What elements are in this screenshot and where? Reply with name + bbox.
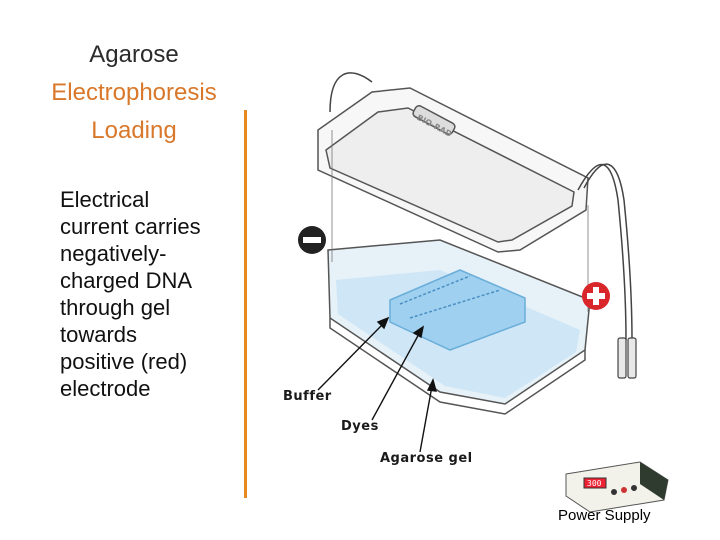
pointer-arrows — [317, 316, 437, 453]
description-line: through gel — [60, 295, 171, 320]
buffer-label: Buffer — [283, 389, 332, 404]
power-supply-label: Power Supply — [558, 507, 651, 524]
title-line-1: Agarose — [89, 41, 179, 68]
minus-electrode-icon — [298, 226, 326, 254]
description-line: charged DNA — [60, 268, 193, 293]
chamber — [327, 239, 591, 415]
power-supply-display: 300 — [587, 479, 602, 488]
description-line: towards — [60, 322, 138, 347]
description-line: Electrical — [60, 187, 150, 212]
slide-title: Agarose Electrophoresis Loading — [20, 36, 248, 150]
title-line-2: Electrophoresis — [51, 79, 217, 106]
lid — [317, 87, 589, 253]
plus-electrode-icon — [582, 282, 610, 310]
description-text: Electrical current carries negatively- c… — [60, 186, 250, 402]
description-line: negatively- — [60, 241, 167, 266]
description-line: positive (red) — [60, 349, 188, 374]
description-line: electrode — [60, 376, 151, 401]
plug-pins — [617, 337, 637, 379]
dyes-label: Dyes — [341, 419, 379, 434]
title-line-3: Loading — [91, 117, 177, 144]
agarose-gel-label: Agarose gel — [380, 451, 473, 466]
power-supply-icon — [565, 461, 669, 513]
description-line: current carries — [60, 214, 201, 239]
orange-divider — [244, 110, 247, 498]
electrode-wires — [329, 72, 633, 341]
